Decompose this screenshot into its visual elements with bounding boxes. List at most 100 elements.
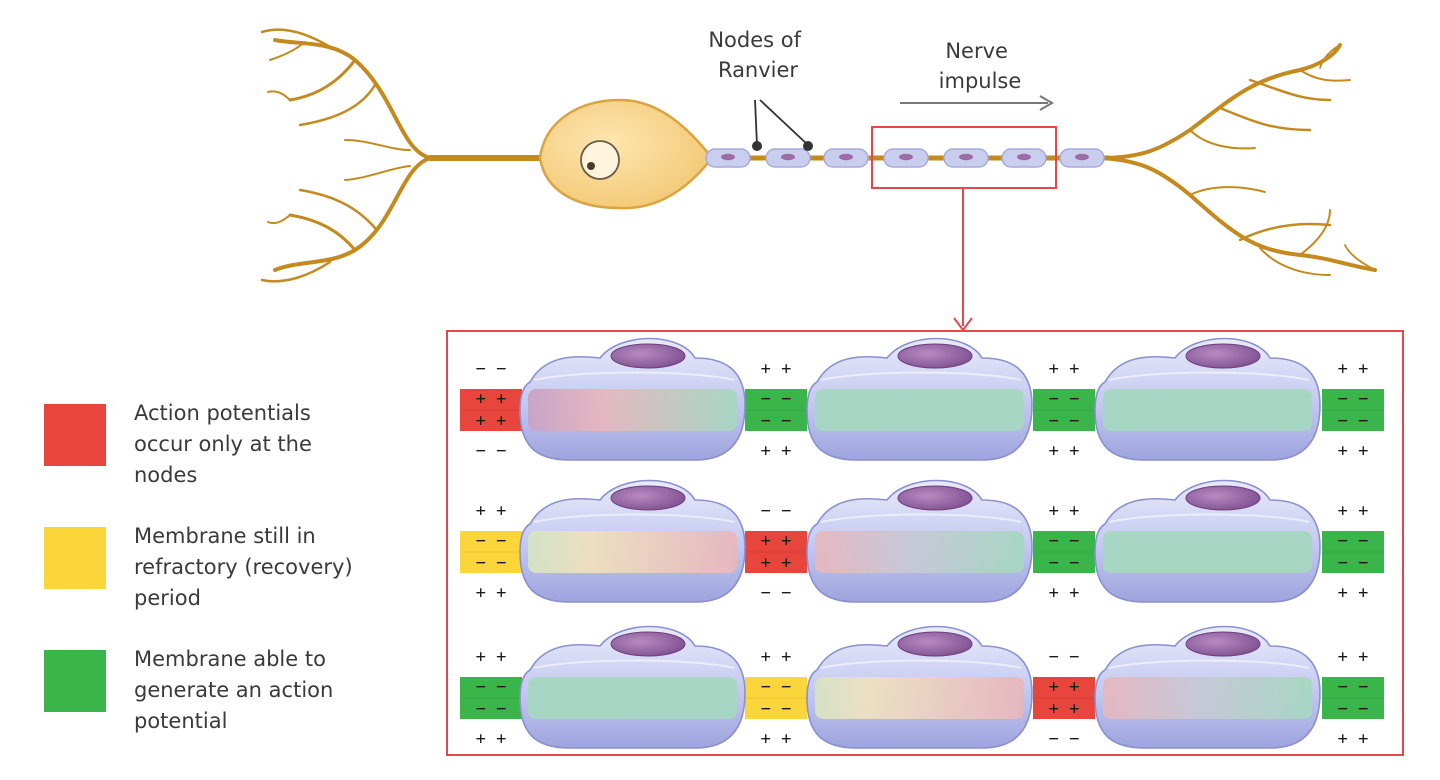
charge-outside-bottom: + + [1338, 583, 1369, 603]
charge-outside-top: − − [476, 359, 507, 379]
charge-inside-top: − − [761, 677, 792, 697]
neuron-illustration: Nodes of Ranvier Nerve impulse [260, 28, 1377, 332]
legend-item-refractory: Membrane still in refractory (recovery) … [44, 524, 374, 614]
axon-terminals [1098, 43, 1377, 276]
legend-text-refractory: Membrane still in refractory (recovery) … [134, 524, 353, 610]
node-of-ranvier-red: − − + ++ + − − [745, 501, 807, 603]
charge-inside-bottom: − − [1049, 411, 1080, 431]
myelin-segment [1059, 148, 1105, 168]
schwann-cell [519, 337, 746, 461]
nerve-impulse-line-1: Nerve [945, 39, 1008, 63]
charge-inside-bottom: − − [476, 699, 507, 719]
charge-inside-bottom: − − [1049, 553, 1080, 573]
charge-inside-top: − − [476, 531, 507, 551]
legend-swatch-red [44, 404, 106, 466]
node-of-ranvier-green: + +− −− −+ + [1322, 501, 1384, 603]
node-row-2: + +− −− −+ +− −+ ++ +− −+ +− −− −+ ++ +−… [460, 479, 1384, 603]
charge-outside-top: + + [1049, 501, 1080, 521]
charge-outside-top: + + [476, 501, 507, 521]
myelin-segment [705, 148, 751, 168]
charge-outside-bottom: + + [1049, 583, 1080, 603]
charge-inside-top: + + [476, 389, 507, 409]
myelin-sheath-segments [705, 148, 1105, 168]
legend-item-able: Membrane able to generate an action pote… [44, 647, 374, 737]
charge-inside-top: − − [1338, 389, 1369, 409]
myelin-segment [943, 148, 989, 168]
nucleus [580, 140, 620, 180]
charge-inside-top: − − [1338, 677, 1369, 697]
node-of-ranvier-green: + + − −− − + + [745, 359, 807, 461]
node-row-1: − −+ ++ +− −+ +− −− −+ ++ +− −− −+ ++ +−… [460, 337, 1384, 461]
legend-swatch-yellow [44, 527, 106, 589]
node-of-ranvier-green: + + − −− − + + [1033, 501, 1095, 603]
charge-outside-top: + + [761, 647, 792, 667]
nucleolus [587, 162, 595, 170]
charge-outside-bottom: − − [476, 441, 507, 461]
charge-outside-top: + + [761, 359, 792, 379]
node-of-ranvier-green: + +− −− −+ + [1322, 359, 1384, 461]
schwann-cell [519, 625, 746, 749]
charge-inside-top: − − [761, 389, 792, 409]
node-of-ranvier-yellow: + + − −− − + + [745, 647, 807, 749]
myelin-segment [823, 148, 869, 168]
charge-inside-bottom: − − [1338, 553, 1369, 573]
schwann-cell [1094, 625, 1321, 749]
charge-inside-top: − − [1049, 531, 1080, 551]
charge-inside-top: + + [1049, 677, 1080, 697]
nodes-of-ranvier-pointer [752, 99, 813, 151]
myelin-segment [1001, 148, 1047, 168]
node-of-ranvier-red: − − + ++ + − − [460, 359, 522, 461]
charge-outside-top: + + [1338, 647, 1369, 667]
left-dendrites [260, 28, 543, 283]
impulse-direction-arrow [900, 95, 1054, 111]
schwann-cell [1094, 479, 1321, 603]
charge-inside-top: − − [1049, 389, 1080, 409]
charge-inside-top: + + [761, 531, 792, 551]
charge-inside-bottom: − − [476, 553, 507, 573]
nodes-of-ranvier-label: Nodes of Ranvier [708, 28, 807, 82]
charge-outside-top: + + [1049, 359, 1080, 379]
charge-inside-bottom: − − [761, 411, 792, 431]
charge-outside-top: − − [1049, 647, 1080, 667]
node-of-ranvier-red: − − + ++ + − − [1033, 647, 1095, 749]
charge-outside-bottom: + + [476, 729, 507, 749]
charge-outside-bottom: + + [761, 729, 792, 749]
legend-swatch-green [44, 650, 106, 712]
nodes-of-ranvier-line-2: Ranvier [718, 58, 798, 82]
charge-outside-bottom: + + [1338, 729, 1369, 749]
schwann-cell [806, 479, 1033, 603]
node-rows: − −+ ++ +− −+ +− −− −+ ++ +− −− −+ ++ +−… [460, 337, 1384, 749]
node-of-ranvier-yellow: + + − −− − + + [460, 501, 522, 603]
charge-inside-bottom: − − [761, 699, 792, 719]
charge-outside-bottom: + + [476, 583, 507, 603]
legend-text-action-potential: Action potentials occur only at the node… [134, 401, 312, 487]
charge-inside-top: − − [476, 677, 507, 697]
myelin-segment [883, 148, 929, 168]
node-of-ranvier-green: + +− −− −+ + [1322, 647, 1384, 749]
charge-outside-bottom: + + [1338, 441, 1369, 461]
charge-outside-bottom: − − [761, 583, 792, 603]
node-of-ranvier-green: + + − −− − + + [460, 647, 522, 749]
charge-outside-top: + + [476, 647, 507, 667]
charge-outside-bottom: − − [1049, 729, 1080, 749]
node-of-ranvier-green: + + − −− − + + [1033, 359, 1095, 461]
charge-outside-top: − − [761, 501, 792, 521]
legend-item-action-potential: Action potentials occur only at the node… [44, 401, 374, 491]
cell-body [538, 98, 714, 210]
charge-inside-bottom: + + [1049, 699, 1080, 719]
charge-outside-bottom: + + [1049, 441, 1080, 461]
nodes-of-ranvier-line-1: Nodes of [708, 28, 801, 52]
charge-inside-bottom: + + [476, 411, 507, 431]
charge-inside-bottom: − − [1338, 411, 1369, 431]
charge-inside-bottom: + + [761, 553, 792, 573]
charge-outside-top: + + [1338, 501, 1369, 521]
schwann-cell [806, 625, 1033, 749]
legend-text-able: Membrane able to generate an action pote… [134, 647, 334, 733]
nerve-impulse-line-2: impulse [939, 69, 1022, 93]
schwann-cell [806, 337, 1033, 461]
schwann-cell [519, 479, 746, 603]
myelin-segment [765, 148, 811, 168]
node-row-3: + +− −− −+ ++ +− −− −+ +− −+ ++ +− −+ +−… [460, 625, 1384, 749]
charge-outside-bottom: + + [761, 441, 792, 461]
